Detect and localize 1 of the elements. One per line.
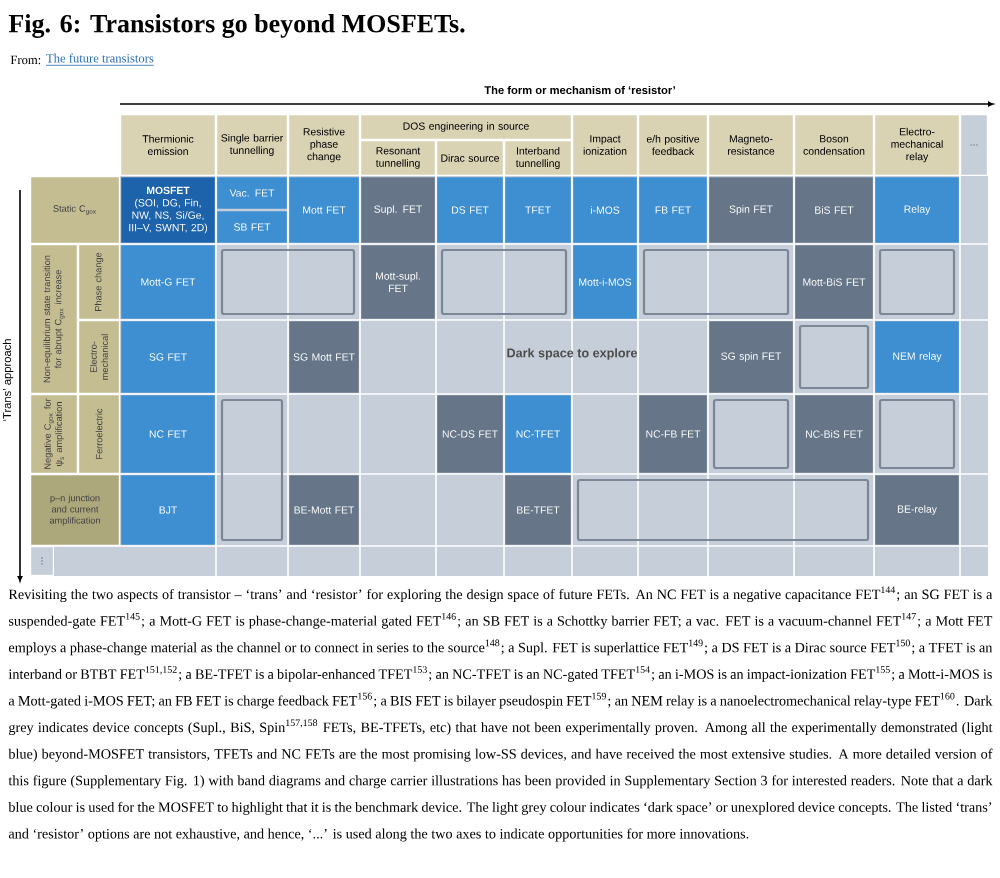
figure-title: Fig. 6: Transistors go beyond MOSFETs.	[8, 14, 465, 38]
